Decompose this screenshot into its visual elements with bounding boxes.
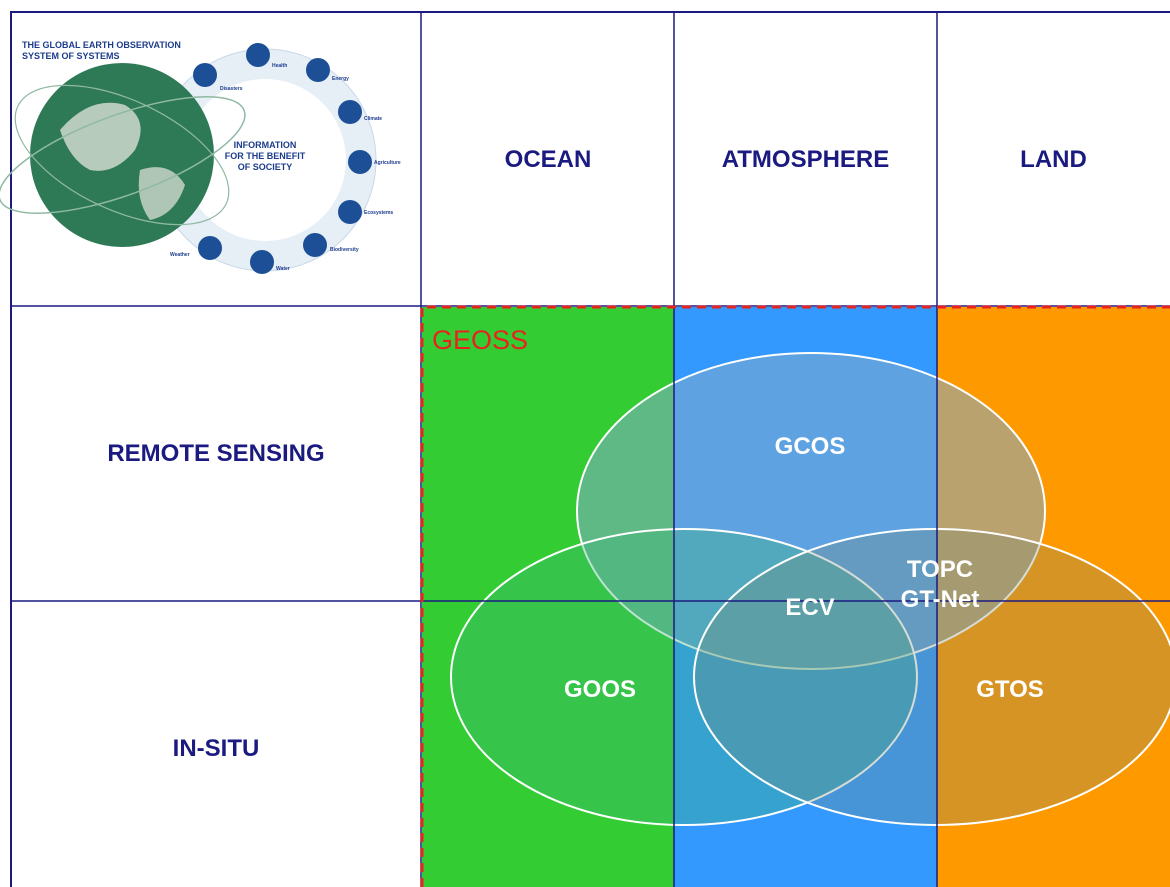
gtos-label: GTOS <box>976 676 1044 703</box>
gcos-ellipse <box>576 352 1046 670</box>
benefit-agriculture: Agriculture <box>374 160 401 166</box>
gcos-label: GCOS <box>774 433 846 460</box>
ecosystems-icon <box>338 200 362 224</box>
gtnet-label: GT-Net <box>900 586 980 613</box>
row-label-remote-sensing: REMOTE SENSING <box>107 440 325 467</box>
topc-label: TOPC <box>906 556 974 583</box>
row-label-in-situ: IN-SITU <box>172 735 260 762</box>
biodiversity-icon <box>303 233 327 257</box>
weather-icon <box>198 236 222 260</box>
geoss-label: GEOSS <box>432 325 529 355</box>
benefit-water: Water <box>276 266 290 272</box>
benefit-disasters: Disasters <box>220 86 243 92</box>
logo-title: THE GLOBAL EARTH OBSERVATION SYSTEM OF S… <box>22 40 242 62</box>
goos-ellipse <box>450 528 918 826</box>
health-icon <box>246 43 270 67</box>
logo-title-line2: SYSTEM OF SYSTEMS <box>22 51 120 61</box>
benefit-ecosystems: Ecosystems <box>364 210 394 216</box>
agriculture-icon <box>348 150 372 174</box>
benefit-biodiversity: Biodiversity <box>330 247 359 253</box>
column-header-land: LAND <box>1020 146 1087 173</box>
benefit-energy: Energy <box>332 76 349 82</box>
gtos-ellipse <box>693 528 1170 826</box>
benefit-health: Health <box>272 63 288 69</box>
column-header-ocean: OCEAN <box>504 146 592 173</box>
column-header-atmosphere: ATMOSPHERE <box>721 146 890 173</box>
geoss-logo <box>0 43 377 274</box>
disasters-icon <box>193 63 217 87</box>
logo-center-text: INFORMATION FOR THE BENEFIT OF SOCIETY <box>205 140 325 173</box>
goos-label: GOOS <box>563 676 636 703</box>
water-icon <box>250 250 274 274</box>
benefit-climate: Climate <box>364 116 383 122</box>
climate-icon <box>338 100 362 124</box>
logo-title-line1: THE GLOBAL EARTH OBSERVATION <box>22 40 181 50</box>
ecv-label: ECV <box>785 594 835 621</box>
logo-center-line1: INFORMATION <box>233 140 297 150</box>
benefit-weather: Weather <box>170 252 190 258</box>
energy-icon <box>306 58 330 82</box>
outer-frame <box>10 11 1170 887</box>
logo-center-line3: OF SOCIETY <box>237 162 293 172</box>
logo-center-line2: FOR THE BENEFIT <box>224 151 306 161</box>
